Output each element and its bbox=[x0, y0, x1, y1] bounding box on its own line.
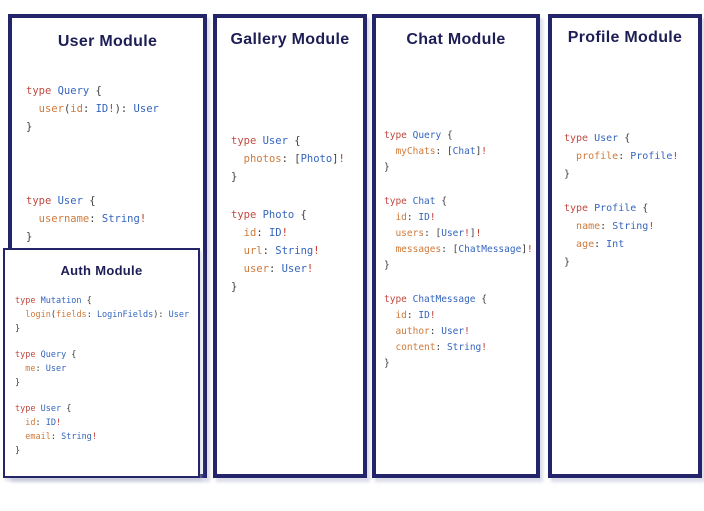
auth-module-title: Auth Module bbox=[60, 263, 143, 278]
user-module-code: type Query { user(id: ID!): User}type Us… bbox=[26, 85, 159, 243]
profile-module-code: type User { profile: Profile!}type Profi… bbox=[564, 133, 679, 268]
chat-module-code: type Query { myChats: [Chat]!}type Chat … bbox=[384, 130, 533, 369]
chat-module-title: Chat Module bbox=[406, 31, 506, 48]
panel-auth-module: Auth Module type Mutation { login(fields… bbox=[3, 248, 200, 478]
gallery-module-code: type User { photos: [Photo]!}type Photo … bbox=[231, 135, 345, 293]
auth-module-code: type Mutation { login(fields: LoginField… bbox=[15, 296, 190, 456]
panel-profile-module: Profile Module type User { profile: Prof… bbox=[548, 14, 702, 478]
panel-gallery-module: Gallery Module type User { photos: [Phot… bbox=[213, 14, 367, 478]
user-module-title: User Module bbox=[57, 33, 158, 50]
panel-chat-module: Chat Module type Query { myChats: [Chat]… bbox=[372, 14, 540, 478]
gallery-module-title: Gallery Module bbox=[230, 31, 350, 48]
profile-module-title: Profile Module bbox=[567, 29, 683, 46]
